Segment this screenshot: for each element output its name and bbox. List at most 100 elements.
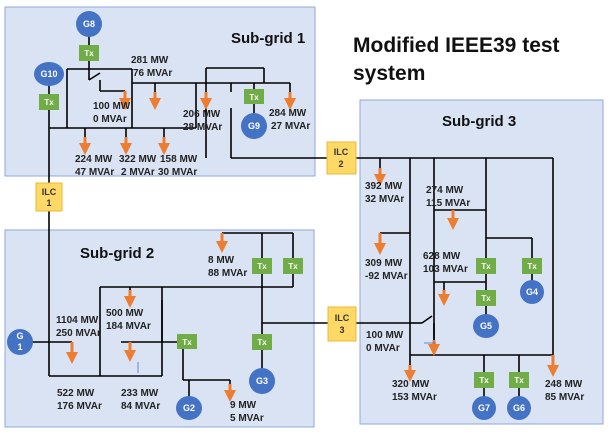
- svg-text:392 MW: 392 MW: [365, 181, 403, 192]
- svg-text:G5: G5: [480, 321, 492, 331]
- svg-text:158 MW: 158 MW: [160, 154, 198, 165]
- svg-text:0 MVAr: 0 MVAr: [93, 114, 127, 125]
- load-label-224: 224 MW 47 MVAr: [75, 154, 114, 178]
- subgrid-2-wiring: [30, 232, 328, 398]
- transformer-sg3-g4: Tx: [522, 258, 542, 274]
- svg-text:88 MVAr: 88 MVAr: [208, 268, 247, 279]
- generator-g10: G10: [34, 62, 64, 86]
- generator-g9: G9: [241, 113, 267, 139]
- transformer-sg1-g9: Tx: [244, 89, 264, 104]
- svg-text:Tx: Tx: [479, 376, 489, 385]
- load-label-284: 284 MW 27 MVAr: [269, 108, 310, 132]
- svg-text:103 MVAr: 103 MVAr: [423, 264, 468, 275]
- svg-text:Tx: Tx: [527, 262, 537, 271]
- svg-text:G3: G3: [256, 376, 268, 386]
- svg-text:2 MVAr: 2 MVAr: [121, 167, 155, 178]
- svg-text:Tx: Tx: [249, 93, 259, 102]
- svg-text:284 MW: 284 MW: [269, 108, 307, 119]
- subgrid-1-title: Sub-grid 1: [231, 30, 305, 47]
- ilc-3: ILC 3: [327, 306, 357, 342]
- generator-g4: G4: [520, 280, 544, 304]
- svg-text:281 MW: 281 MW: [131, 55, 169, 66]
- load-label-100a: 100 MW 0 MVAr: [93, 101, 131, 125]
- svg-text:176 MVAr: 176 MVAr: [57, 401, 102, 412]
- svg-text:Tx: Tx: [481, 294, 491, 303]
- svg-text:85 MVAr: 85 MVAr: [545, 392, 584, 403]
- svg-text:1: 1: [46, 198, 51, 208]
- load-label-248: 248 MW 85 MVAr: [545, 379, 584, 403]
- diagram-title-line1: Modified IEEE39 test: [353, 34, 560, 57]
- svg-text:320 MW: 320 MW: [392, 379, 430, 390]
- svg-text:28 MVAr: 28 MVAr: [183, 122, 222, 133]
- load-label-281: 281 MW 76 MVAr: [131, 55, 172, 79]
- svg-text:G10: G10: [40, 69, 57, 79]
- generator-g2: G2: [176, 396, 202, 420]
- svg-text:G: G: [16, 331, 23, 341]
- svg-text:8 MW: 8 MW: [208, 255, 235, 266]
- svg-text:184 MVAr: 184 MVAr: [106, 321, 151, 332]
- svg-text:153 MVAr: 153 MVAr: [392, 392, 437, 403]
- svg-text:47 MVAr: 47 MVAr: [75, 167, 114, 178]
- svg-text:248 MW: 248 MW: [545, 379, 583, 390]
- svg-text:3: 3: [339, 325, 344, 335]
- svg-text:Tx: Tx: [44, 98, 54, 107]
- transformer-sg2-a: Tx: [252, 258, 272, 274]
- svg-text:224 MW: 224 MW: [75, 154, 113, 165]
- transformer-sg2-g3: Tx: [252, 334, 272, 350]
- svg-text:100 MW: 100 MW: [93, 101, 131, 112]
- svg-text:ILC: ILC: [42, 187, 57, 197]
- load-label-320: 320 MW 153 MVAr: [392, 379, 437, 403]
- svg-text:1: 1: [17, 342, 22, 352]
- svg-text:100 MW: 100 MW: [366, 330, 404, 341]
- svg-text:G9: G9: [248, 121, 260, 131]
- load-label-233: 233 MW 84 MVAr: [121, 388, 160, 412]
- ilc-2: ILC 2: [326, 141, 357, 175]
- transformer-sg1-g8: Tx: [79, 45, 99, 61]
- svg-text:Tx: Tx: [257, 262, 267, 271]
- svg-text:Tx: Tx: [84, 49, 94, 58]
- svg-text:522 MW: 522 MW: [57, 388, 95, 399]
- svg-text:ILC: ILC: [334, 147, 349, 157]
- svg-text:G4: G4: [526, 287, 538, 297]
- svg-text:628 MW: 628 MW: [423, 251, 461, 262]
- generator-g7: G7: [472, 396, 496, 420]
- svg-text:9 MW: 9 MW: [230, 400, 257, 411]
- svg-text:322 MW: 322 MW: [119, 154, 157, 165]
- transformer-sg1-g10: Tx: [39, 94, 59, 110]
- load-label-206: 206 MW 28 MVAr: [183, 109, 222, 133]
- load-label-522: 522 MW 176 MVAr: [57, 388, 102, 412]
- generator-g1: G 1: [7, 329, 33, 355]
- generator-g8: G8: [76, 11, 102, 37]
- svg-text:274 MW: 274 MW: [426, 185, 464, 196]
- svg-text:G2: G2: [183, 403, 195, 413]
- generator-g5: G5: [473, 314, 499, 338]
- load-label-500: 500 MW 184 MVAr: [106, 308, 151, 332]
- ilc-1: ILC 1: [35, 182, 63, 212]
- svg-text:233 MW: 233 MW: [121, 388, 159, 399]
- subgrid-2-title: Sub-grid 2: [80, 245, 154, 262]
- generator-g3: G3: [249, 368, 275, 394]
- load-label-628: 628 MW 103 MVAr: [423, 251, 468, 275]
- svg-text:Tx: Tx: [481, 262, 491, 271]
- svg-text:2: 2: [338, 159, 343, 169]
- svg-text:115 MVAr: 115 MVAr: [426, 198, 470, 209]
- generator-g6: G6: [507, 396, 531, 420]
- svg-text:G6: G6: [513, 403, 525, 413]
- transformer-sg2-g2: Tx: [177, 334, 197, 349]
- svg-text:27 MVAr: 27 MVAr: [271, 121, 310, 132]
- load-label-392: 392 MW 32 MVAr: [365, 181, 404, 205]
- svg-text:30 MVAr: 30 MVAr: [158, 167, 197, 178]
- svg-text:84 MVAr: 84 MVAr: [121, 401, 160, 412]
- svg-text:0 MVAr: 0 MVAr: [366, 343, 400, 354]
- load-label-9: 9 MW 5 MVAr: [230, 400, 264, 424]
- svg-text:206 MW: 206 MW: [183, 109, 221, 120]
- transformer-sg3-a: Tx: [476, 258, 496, 274]
- svg-text:5 MVAr: 5 MVAr: [230, 413, 264, 424]
- svg-text:500 MW: 500 MW: [106, 308, 144, 319]
- svg-text:ILC: ILC: [335, 313, 350, 323]
- load-label-274: 274 MW 115 MVAr: [426, 185, 470, 209]
- svg-text:Tx: Tx: [288, 262, 298, 271]
- subgrid-3-wiring: [356, 157, 554, 398]
